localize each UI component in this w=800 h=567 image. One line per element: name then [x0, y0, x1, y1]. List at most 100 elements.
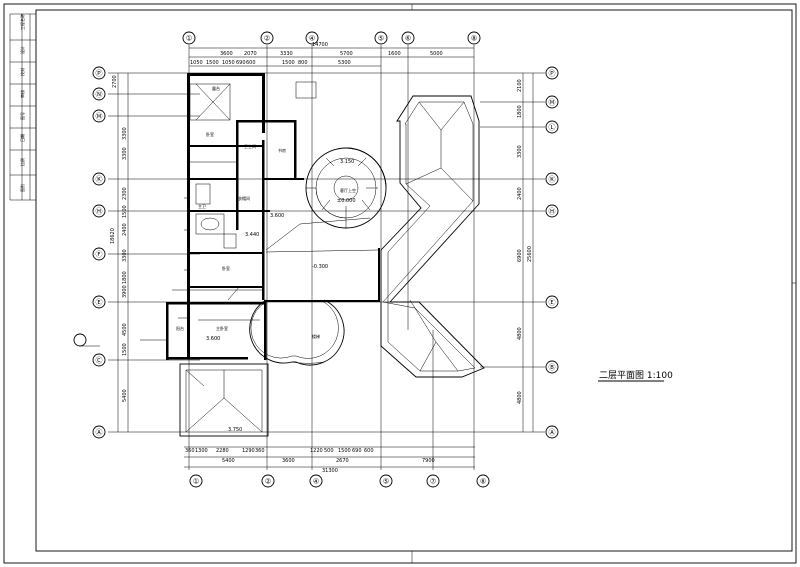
axis-label: ④	[309, 35, 315, 43]
drawing-title: 二层平面图 1:100	[599, 370, 673, 381]
axis-label: Ⓟ	[96, 70, 103, 78]
dim-text: 1220	[310, 448, 323, 454]
circular-bay	[249, 299, 345, 366]
axis-bubbles-bottom: ① ② ④ ⑤ ⑦ ⑧	[189, 474, 490, 488]
dim-text: 800	[298, 60, 308, 66]
dim-text: 5300	[338, 60, 351, 66]
axis-bubbles-top: ① ② ④ ⑤ ⑥ ⑧	[182, 31, 481, 45]
dim-text: 600	[364, 448, 374, 454]
dim-text: 3900	[122, 285, 128, 298]
dim-text: 600	[246, 60, 256, 66]
axis-label: Ⓚ	[96, 176, 103, 184]
dim-text: 3300	[122, 249, 128, 262]
axis-label: Ⓝ	[96, 91, 103, 99]
tb-cell: 校对	[19, 68, 25, 76]
axis-label: Ⓚ	[549, 176, 556, 184]
dim-text: 1500	[122, 343, 128, 356]
dim-text: 3300	[122, 127, 128, 140]
tb-cell: 比例	[19, 158, 25, 166]
axis-label: Ⓛ	[549, 124, 556, 132]
dim-text: 2400	[122, 223, 128, 236]
dim-text: 3300	[122, 147, 128, 160]
dimensions-right: 2100 1800 3300 2400 6900 4800 4800 25600	[517, 73, 534, 432]
axis-bubbles-left: Ⓟ Ⓝ Ⓜ Ⓚ Ⓗ Ⓕ Ⓔ Ⓒ Ⓐ	[73, 66, 106, 439]
elevations: ±0.000 3.150 3.600 3.600 3.440 -0.300 3.…	[206, 159, 356, 433]
axis-label: ①	[186, 35, 192, 43]
dim-total: 25600	[527, 246, 533, 262]
elevation-mark: 3.440	[245, 232, 259, 238]
room-label: 主卫	[198, 203, 206, 209]
axis-label: ⑤	[383, 478, 389, 486]
elevation-mark: 3.600	[206, 336, 220, 342]
room-label: 主卧室	[216, 325, 228, 331]
dim-text: 360	[185, 448, 195, 454]
dim-text: 1500	[282, 60, 295, 66]
axis-label: Ⓐ	[549, 429, 556, 437]
tb-cell: 图别	[19, 184, 25, 192]
axis-label: ⑥	[405, 35, 411, 43]
dim-text: 1300	[195, 448, 208, 454]
grid-lines	[108, 45, 545, 470]
dim-text: 2100	[517, 79, 523, 92]
roof-outline	[380, 95, 485, 378]
dim-text: 3600	[220, 51, 233, 57]
sheet-border	[3, 3, 797, 564]
axis-label: Ⓔ	[96, 299, 103, 307]
dim-text: 2070	[244, 51, 257, 57]
dim-text: 1290	[242, 448, 255, 454]
dim-text: 1800	[122, 271, 128, 284]
dim-text: 5400	[222, 458, 235, 464]
dim-total: 31300	[322, 468, 338, 474]
drawing-frame	[35, 9, 793, 552]
axis-label: Ⓗ	[549, 208, 556, 216]
tb-cell: 设计	[19, 46, 25, 54]
dim-text: 2280	[216, 448, 229, 454]
dim-text: 3600	[282, 458, 295, 464]
dim-text: 690	[352, 448, 362, 454]
room-label: 卧室	[206, 131, 214, 137]
axis-label: Ⓐ	[96, 429, 103, 437]
dim-text: 5000	[430, 51, 443, 57]
dimensions-top: 14700 3600 2070 3330 5700 1600 5000 1050…	[189, 42, 474, 67]
walls	[166, 73, 380, 360]
dim-text: 1500	[206, 60, 219, 66]
dim-text: 6900	[517, 249, 523, 262]
dim-text: 2300	[122, 187, 128, 200]
dim-text: 1500	[122, 205, 128, 218]
dim-text: 7900	[422, 458, 435, 464]
axis-label: Ⓗ	[96, 208, 103, 216]
dim-text: 690	[236, 60, 246, 66]
axis-label: ①	[193, 478, 199, 486]
axis-label: Ⓑ	[549, 364, 556, 372]
dimensions-left: 2700 3300 3300 2300 1500 2400 3300 1800 …	[110, 73, 129, 432]
axis-label: Ⓔ	[549, 299, 556, 307]
elevation-mark: 3.750	[228, 427, 242, 433]
elevation-mark: 3.600	[270, 213, 284, 219]
tb-cell: 日期	[19, 134, 25, 142]
axis-label: ②	[264, 35, 270, 43]
dim-text: 2700	[112, 75, 118, 88]
dimensions-bottom: 360 1300 2280 1290 360 1220 500 1500 690…	[184, 446, 475, 474]
room-label: 卫生间	[244, 143, 256, 149]
room-label: 客厅上空	[340, 187, 356, 193]
dim-text: 5700	[340, 51, 353, 57]
dim-total: 14700	[312, 42, 328, 48]
axis-label: ⑧	[480, 478, 486, 486]
axis-label: ⑤	[378, 35, 384, 43]
dim-text: 4800	[517, 327, 523, 340]
dim-text: 360	[255, 448, 265, 454]
porch-roof	[179, 363, 269, 437]
dim-text: 1500	[338, 448, 351, 454]
axis-label: Ⓕ	[96, 251, 103, 259]
tb-cell: 工程名称	[19, 14, 25, 30]
room-label: 楼梯	[312, 333, 320, 339]
axis-label: ②	[265, 478, 271, 486]
interior-lines	[178, 81, 379, 321]
room-label: 阳台	[176, 325, 184, 331]
axis-label: Ⓒ	[96, 357, 103, 365]
dim-text: 4500	[122, 323, 128, 336]
dim-text: 2670	[336, 458, 349, 464]
room-label: 卧室	[222, 265, 230, 271]
room-label: 书房	[278, 147, 286, 153]
dim-text: 1800	[517, 105, 523, 118]
